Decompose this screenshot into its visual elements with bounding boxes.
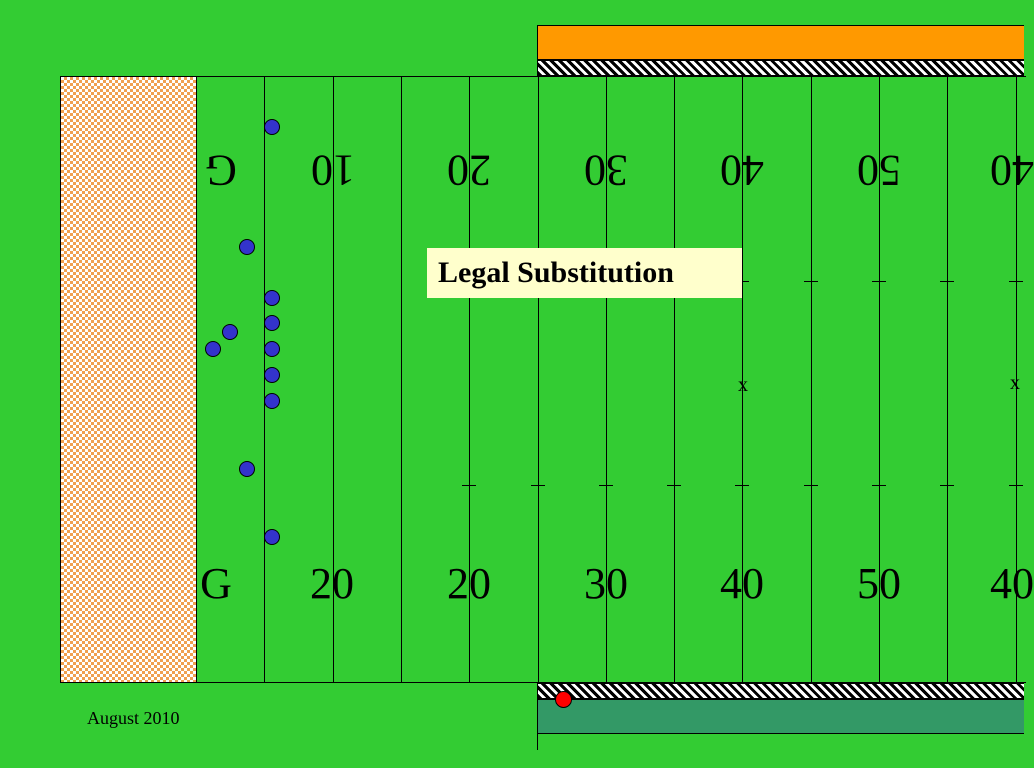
bottom-restraining-line [537, 683, 1024, 699]
yard-line [742, 76, 743, 683]
top-restraining-line [537, 60, 1024, 76]
player-marker [264, 119, 280, 135]
player-marker [239, 461, 255, 477]
bottom-number-30: 30 [584, 559, 628, 608]
top-team-area [537, 25, 1024, 60]
player-marker [205, 341, 221, 357]
bottom-number-goal: G [200, 559, 232, 608]
bottom-number-40b: 40 [990, 559, 1034, 608]
team-area-edge [537, 734, 538, 750]
yard-line [469, 76, 470, 683]
hash-mark [735, 485, 749, 486]
footer-date: August 2010 [87, 708, 180, 728]
player-marker [264, 529, 280, 545]
bottom-number-50: 50 [857, 559, 901, 608]
top-number-40b: 40 [990, 146, 1034, 195]
bottom-team-area [537, 699, 1024, 734]
player-marker [264, 367, 280, 383]
yard-line [879, 76, 880, 683]
yard-line [606, 76, 607, 683]
top-number-20: 20 [447, 146, 491, 195]
top-number-50: 50 [857, 146, 901, 195]
player-marker [222, 324, 238, 340]
hash-mark [1009, 281, 1023, 282]
yard-line [196, 76, 197, 683]
yard-line [674, 76, 675, 683]
yard-line [333, 76, 334, 683]
x-mark: x [738, 374, 748, 396]
yard-line [538, 76, 539, 683]
hash-mark [804, 281, 818, 282]
bottom-number-20b: 20 [447, 559, 491, 608]
yard-line [811, 76, 812, 683]
player-marker [264, 290, 280, 306]
hash-mark [667, 485, 681, 486]
top-number-40: 40 [720, 146, 764, 195]
title-label: Legal Substitution [427, 248, 742, 298]
field-boundary [196, 76, 1026, 683]
referee-marker [555, 691, 572, 708]
hash-mark [735, 281, 749, 282]
yard-line [947, 76, 948, 683]
hash-mark [872, 281, 886, 282]
hash-mark [599, 485, 613, 486]
hash-mark [940, 485, 954, 486]
top-number-10: 10 [311, 146, 355, 195]
yard-line [1016, 76, 1017, 683]
bottom-number-20a: 20 [310, 559, 354, 608]
hash-mark [462, 485, 476, 486]
player-marker [264, 341, 280, 357]
hash-mark [940, 281, 954, 282]
top-number-30: 30 [584, 146, 628, 195]
hash-mark [872, 485, 886, 486]
player-marker [239, 239, 255, 255]
end-zone [60, 76, 197, 683]
hash-mark [804, 485, 818, 486]
hash-mark [1009, 485, 1023, 486]
player-marker [264, 393, 280, 409]
x-mark: x [1010, 372, 1020, 394]
yard-line [401, 76, 402, 683]
bottom-number-40: 40 [720, 559, 764, 608]
player-marker [264, 315, 280, 331]
top-number-goal: G [205, 146, 237, 195]
hash-mark [531, 485, 545, 486]
